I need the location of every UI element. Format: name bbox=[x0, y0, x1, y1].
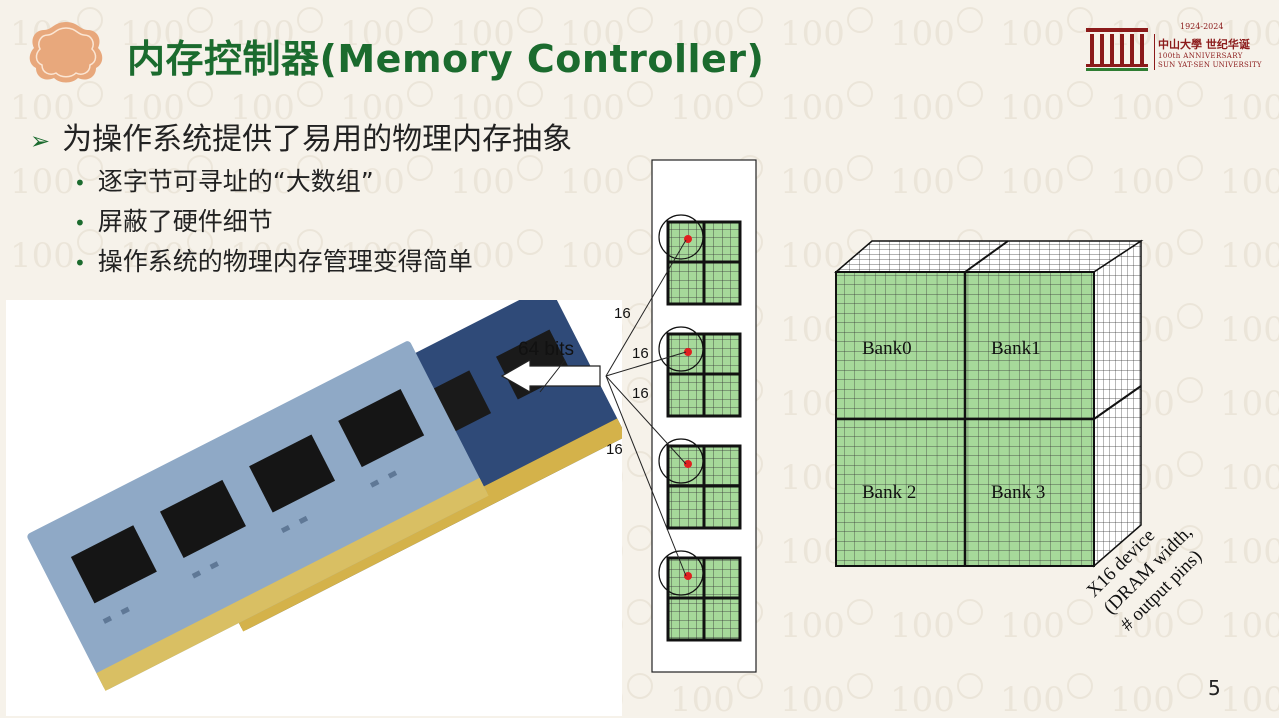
dot-bullet-icon: • bbox=[74, 211, 86, 235]
dot-bullet-icon: • bbox=[74, 171, 86, 195]
sub-bullet: • 逐字节可寻址的“大数组” bbox=[74, 162, 374, 198]
dot-bullet-icon: • bbox=[74, 251, 86, 275]
sub-bullet-text: 屏蔽了硬件细节 bbox=[97, 207, 273, 236]
logo-university-name: SUN YAT-SEN UNIVERSITY bbox=[1158, 61, 1262, 69]
slide-title: 内存控制器(Memory Controller) bbox=[127, 37, 765, 81]
logo-years: 1924-2024 bbox=[1180, 22, 1224, 31]
main-bullet-text: 为操作系统提供了易用的物理内存抽象 bbox=[62, 122, 573, 157]
sub-bullet-text: 逐字节可寻址的“大数组” bbox=[97, 167, 374, 196]
arrow-bullet-icon: ➢ bbox=[30, 127, 51, 155]
ram-modules-photo bbox=[6, 300, 622, 716]
page-number: 5 bbox=[1208, 676, 1221, 700]
title-badge-icon bbox=[29, 22, 103, 83]
logo-chinese-name: 中山大學 世纪华诞 bbox=[1158, 38, 1250, 51]
sub-bullet: • 操作系统的物理内存管理变得简单 bbox=[74, 242, 473, 278]
logo-anniversary: 100th ANNIVERSARY bbox=[1158, 52, 1243, 60]
sub-bullet: • 屏蔽了硬件细节 bbox=[74, 202, 273, 238]
main-bullet: ➢ 为操作系统提供了易用的物理内存抽象 bbox=[30, 114, 572, 158]
sub-bullet-text: 操作系统的物理内存管理变得简单 bbox=[97, 247, 473, 276]
university-logo bbox=[1086, 28, 1155, 71]
